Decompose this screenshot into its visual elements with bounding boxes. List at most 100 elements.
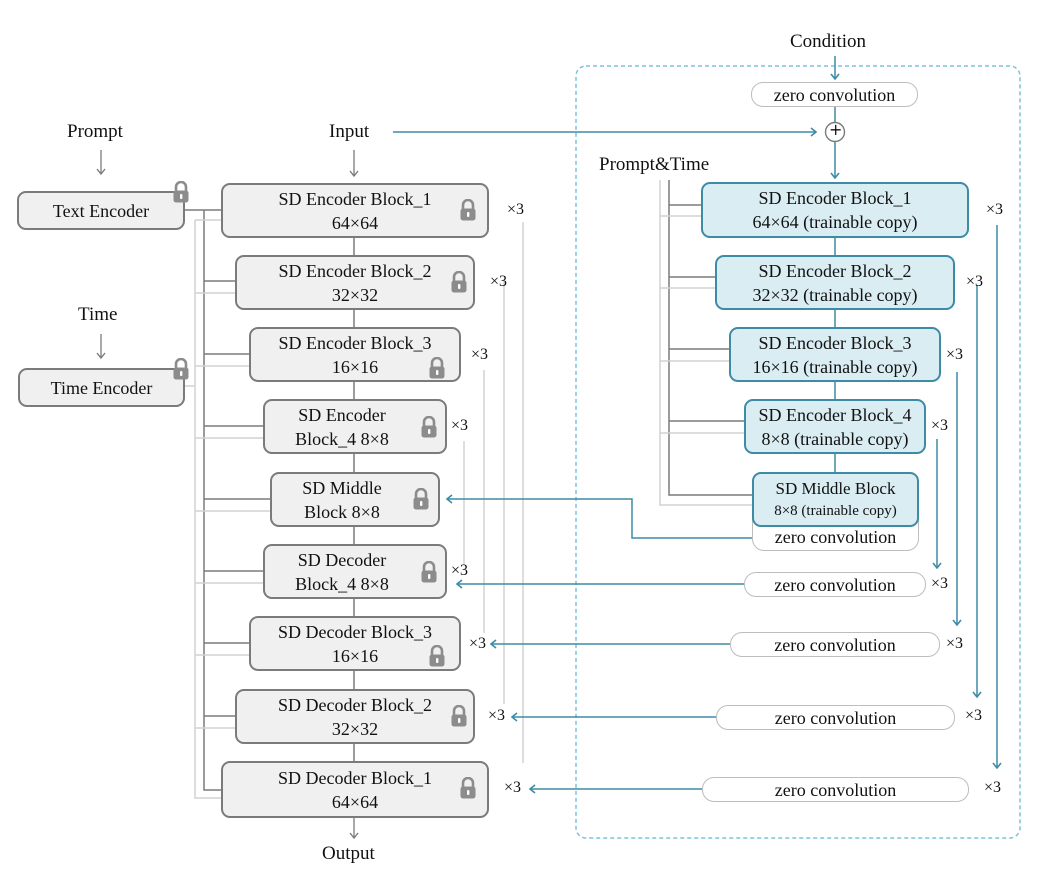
output-label: Output xyxy=(322,843,375,864)
block-title: SD Encoder Block_2 xyxy=(758,260,912,281)
zeroconv-output-arrows xyxy=(455,579,744,794)
block-title: SD Middle Block xyxy=(775,478,896,498)
trainable-encoder-block-4: SD Encoder Block_4 8×8 (trainable copy) xyxy=(744,399,926,454)
time-label: Time xyxy=(78,304,118,325)
time-bus-branches xyxy=(195,292,271,729)
condition-zero-convolution: zero convolution xyxy=(751,82,918,107)
block-resolution: 16×16 xyxy=(331,645,379,666)
block-title: SD Middle xyxy=(302,477,382,498)
prompt-time-label: Prompt&Time xyxy=(599,154,710,175)
block-title: SD Encoder Block_3 xyxy=(278,332,432,353)
repeat-label: ×3 xyxy=(966,273,984,290)
block-resolution: Block_4 8×8 xyxy=(295,573,389,594)
locked-encoder-block-4: SD Encoder Block_4 8×8 xyxy=(263,399,447,454)
condition-label: Condition xyxy=(790,31,867,52)
block-title: SD Decoder Block_2 xyxy=(278,694,432,715)
lock-icon xyxy=(173,358,189,380)
plus-symbol: + xyxy=(829,120,843,139)
text-encoder-block: Text Encoder xyxy=(17,191,185,230)
block-resolution: 32×32 (trainable copy) xyxy=(752,284,918,305)
lock-icon xyxy=(421,416,437,438)
skip-connections xyxy=(463,222,524,763)
trainable-skip-arrows xyxy=(932,225,1002,770)
block-title: SD Encoder Block_2 xyxy=(278,260,432,281)
zero-convolution-4: zero convolution xyxy=(744,572,926,597)
block-resolution: 32×32 xyxy=(331,284,379,305)
block-resolution: 64×64 xyxy=(331,791,379,812)
repeat-label: ×3 xyxy=(471,346,489,363)
repeat-label: ×3 xyxy=(946,346,964,363)
lock-icon xyxy=(421,561,437,583)
prompt-label: Prompt xyxy=(67,121,123,142)
block-title: SD Decoder Block_1 xyxy=(278,767,432,788)
lock-icon xyxy=(173,181,189,203)
locked-decoder-block-2: SD Decoder Block_2 32×32 xyxy=(235,689,475,744)
locked-encoder-block-1: SD Encoder Block_1 64×64 xyxy=(221,183,489,238)
repeat-label: ×3 xyxy=(986,201,1004,218)
lock-icon xyxy=(413,488,429,510)
time-encoder-label: Time Encoder xyxy=(50,377,153,398)
lock-icon xyxy=(460,199,476,221)
repeat-label: ×3 xyxy=(490,273,508,290)
block-resolution: 32×32 xyxy=(331,718,379,739)
repeat-label: ×3 xyxy=(931,575,949,592)
input-label: Input xyxy=(329,121,370,142)
repeat-label: ×3 xyxy=(931,417,949,434)
repeat-label: ×3 xyxy=(984,779,1002,796)
block-title: SD Encoder Block_4 xyxy=(758,404,912,425)
add-node xyxy=(824,121,846,143)
trainable-middle-block: SD Middle Block 8×8 (trainable copy) xyxy=(752,472,919,527)
locked-decoder-block-1: SD Decoder Block_1 64×64 xyxy=(221,761,489,818)
repeat-label: ×3 xyxy=(507,201,525,218)
text-bus-branches xyxy=(204,280,271,717)
zero-convolution-label: zero convolution xyxy=(774,780,897,800)
block-title: SD Encoder Block_3 xyxy=(758,332,912,353)
trainable-encoder-block-1: SD Encoder Block_1 64×64 (trainable copy… xyxy=(701,182,969,238)
zero-convolution-1: zero convolution xyxy=(702,777,969,802)
block-title: SD Encoder Block_1 xyxy=(758,188,912,208)
block-title: SD Decoder xyxy=(297,549,387,570)
text-encoder-bus xyxy=(185,209,222,791)
middle-zeroconv-arrow xyxy=(445,494,752,539)
lock-icon xyxy=(460,777,476,799)
repeat-label: ×3 xyxy=(451,562,469,579)
controlnet-region xyxy=(575,65,1021,839)
block-resolution: 64×64 xyxy=(331,212,379,233)
zero-convolution-label: zero convolution xyxy=(774,708,897,728)
zero-convolution-label: zero convolution xyxy=(774,635,896,655)
trainable-encoder-block-3: SD Encoder Block_3 16×16 (trainable copy… xyxy=(729,327,941,382)
repeat-label: ×3 xyxy=(504,779,522,796)
locked-middle-block: SD Middle Block 8×8 xyxy=(270,472,440,527)
time-encoder-bus xyxy=(185,219,222,799)
zero-convolution-label: zero convolution xyxy=(774,575,896,595)
repeat-label: ×3 xyxy=(451,417,469,434)
lock-icon xyxy=(429,357,445,379)
time-encoder-block: Time Encoder xyxy=(18,368,185,407)
block-resolution: 16×16 (trainable copy) xyxy=(752,356,918,377)
locked-decoder-block-4: SD Decoder Block_4 8×8 xyxy=(263,544,447,599)
block-resolution: 16×16 xyxy=(331,356,379,377)
block-title: SD Encoder Block_1 xyxy=(278,188,432,209)
block-resolution: 8×8 (trainable copy) xyxy=(774,502,897,519)
repeat-label: ×3 xyxy=(946,635,964,652)
locked-decoder-block-3: SD Decoder Block_3 16×16 xyxy=(249,616,461,671)
locked-encoder-block-2: SD Encoder Block_2 32×32 xyxy=(235,255,475,310)
text-encoder-label: Text Encoder xyxy=(52,200,150,221)
block-resolution: 8×8 (trainable copy) xyxy=(761,428,909,449)
block-resolution: Block 8×8 xyxy=(304,501,380,522)
prompt-time-dark-branches xyxy=(669,204,744,422)
repeat-label: ×3 xyxy=(488,707,506,724)
zero-convolution-label: zero convolution xyxy=(774,527,897,547)
block-resolution: Block_4 8×8 xyxy=(295,428,389,449)
lock-icon xyxy=(451,705,467,727)
prompt-time-light-branches xyxy=(660,215,744,434)
zero-convolution-2: zero convolution xyxy=(716,705,955,730)
zero-convolution-3: zero convolution xyxy=(730,632,940,657)
lock-icon xyxy=(451,271,467,293)
repeat-label: ×3 xyxy=(965,707,983,724)
locked-encoder-block-3: SD Encoder Block_3 16×16 xyxy=(249,327,461,382)
block-resolution: 64×64 (trainable copy) xyxy=(752,212,918,232)
repeat-label: ×3 xyxy=(469,635,487,652)
lock-icon xyxy=(429,645,445,667)
block-title: SD Decoder Block_3 xyxy=(278,621,432,642)
